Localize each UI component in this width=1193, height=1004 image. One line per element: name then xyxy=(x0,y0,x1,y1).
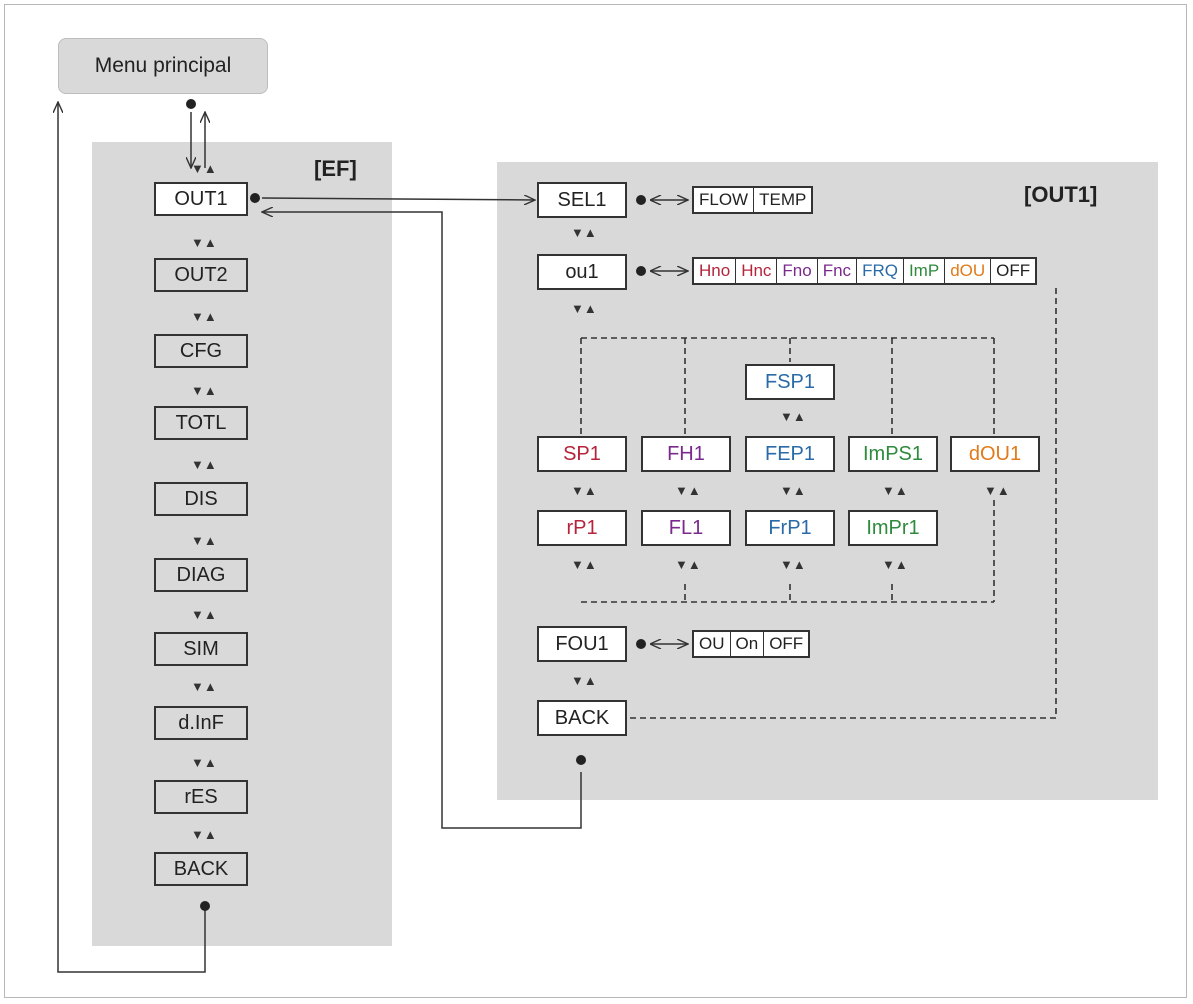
dashed-off-to-back xyxy=(629,288,1057,719)
ef-panel-title: [EF] xyxy=(314,156,357,181)
updown-arrows-icon: ▼▲ xyxy=(191,309,217,324)
ef-item-out2[interactable]: OUT2 xyxy=(154,258,248,292)
ef-item-back[interactable]: BACK xyxy=(154,852,248,886)
updown-arrows-icon: ▼▲ xyxy=(882,557,908,572)
sel1-option[interactable]: FLOW xyxy=(694,188,755,212)
param-box-dou1[interactable]: dOU1 xyxy=(950,436,1040,472)
ou1-option[interactable]: Fno xyxy=(777,259,818,283)
ou1-option[interactable]: ImP xyxy=(904,259,946,283)
ef-back-dot xyxy=(200,901,210,911)
ou1-option[interactable]: FRQ xyxy=(857,259,904,283)
ef-item-diag[interactable]: DIAG xyxy=(154,558,248,592)
updown-arrows-icon: ▼▲ xyxy=(191,827,217,842)
updown-arrows-icon: ▼▲ xyxy=(675,557,701,572)
updown-arrows-icon: ▼▲ xyxy=(191,457,217,472)
out1-back-box[interactable]: BACK xyxy=(537,700,627,736)
updown-arrows-icon: ▼▲ xyxy=(191,607,217,622)
fou1-option[interactable]: On xyxy=(731,632,765,656)
ou1-option[interactable]: OFF xyxy=(996,261,1031,280)
back-to-menu-arrow xyxy=(58,102,206,973)
out1-to-sel1-arrow xyxy=(261,198,535,200)
param-box-impr1[interactable]: ImPr1 xyxy=(848,510,938,546)
out1-back-dot xyxy=(576,755,586,765)
sel1-dot xyxy=(636,195,646,205)
ef-item-out1[interactable]: OUT1 xyxy=(154,182,248,216)
fou1-option[interactable]: OU xyxy=(694,632,731,656)
updown-arrows-icon: ▼▲ xyxy=(191,383,217,398)
updown-arrows-icon: ▼▲ xyxy=(571,673,597,688)
fou1-dot xyxy=(636,639,646,649)
param-box-frp1[interactable]: FrP1 xyxy=(745,510,835,546)
sel1-options: FLOW TEMP xyxy=(692,186,814,214)
param-box-sp1[interactable]: SP1 xyxy=(537,436,627,472)
updown-arrows-icon: ▼▲ xyxy=(191,235,217,250)
diagram-frame xyxy=(4,4,1187,998)
ef-item-res[interactable]: rES xyxy=(154,780,248,814)
ef-item-sim[interactable]: SIM xyxy=(154,632,248,666)
updown-arrows-icon: ▼▲ xyxy=(191,533,217,548)
updown-arrows-icon: ▼▲ xyxy=(571,301,597,316)
ou1-option[interactable]: Hnc xyxy=(736,259,778,283)
ou1-box[interactable]: ou1 xyxy=(537,254,627,290)
menu-dot xyxy=(186,99,196,109)
updown-arrows-icon: ▼▲ xyxy=(882,483,908,498)
updown-arrows-icon: ▼▲ xyxy=(780,483,806,498)
ef-item-totl[interactable]: TOTL xyxy=(154,406,248,440)
ou1-option[interactable]: dOU xyxy=(945,259,992,283)
updown-arrows-icon: ▼▲ xyxy=(780,557,806,572)
ef-item-dinf[interactable]: d.InF xyxy=(154,706,248,740)
param-box-rp1[interactable]: rP1 xyxy=(537,510,627,546)
fou1-option[interactable]: OFF xyxy=(769,634,804,653)
ou1-option[interactable]: Fnc xyxy=(818,259,858,283)
updown-arrows-icon: ▼▲ xyxy=(984,483,1010,498)
out1-panel-title: [OUT1] xyxy=(1024,182,1098,207)
param-box-fep1[interactable]: FEP1 xyxy=(745,436,835,472)
updown-arrows-icon: ▼▲ xyxy=(780,409,806,424)
updown-arrows-icon: ▼▲ xyxy=(571,225,597,240)
updown-arrows-icon: ▼▲ xyxy=(191,679,217,694)
fou1-box[interactable]: FOU1 xyxy=(537,626,627,662)
menu-principal-button[interactable]: Menu principal xyxy=(58,38,268,94)
ef-item-cfg[interactable]: CFG xyxy=(154,334,248,368)
updown-arrows-icon: ▼▲ xyxy=(571,483,597,498)
sel1-option[interactable]: TEMP xyxy=(759,190,807,209)
out1-dot xyxy=(250,193,260,203)
ou1-dot xyxy=(636,266,646,276)
updown-arrows-icon: ▼▲ xyxy=(191,755,217,770)
sel1-box[interactable]: SEL1 xyxy=(537,182,627,218)
fou1-options: OU On OFF xyxy=(692,630,811,658)
ou1-option[interactable]: Hno xyxy=(694,259,737,283)
updown-arrows-icon: ▼▲ xyxy=(571,557,597,572)
back-to-out1-arrow xyxy=(262,212,582,829)
ef-item-dis[interactable]: DIS xyxy=(154,482,248,516)
updown-arrows-icon: ▼▲ xyxy=(191,161,217,176)
param-box-imps1[interactable]: ImPS1 xyxy=(848,436,938,472)
updown-arrows-icon: ▼▲ xyxy=(675,483,701,498)
param-box-fl1[interactable]: FL1 xyxy=(641,510,731,546)
fsp1-box[interactable]: FSP1 xyxy=(745,364,835,400)
param-box-fh1[interactable]: FH1 xyxy=(641,436,731,472)
